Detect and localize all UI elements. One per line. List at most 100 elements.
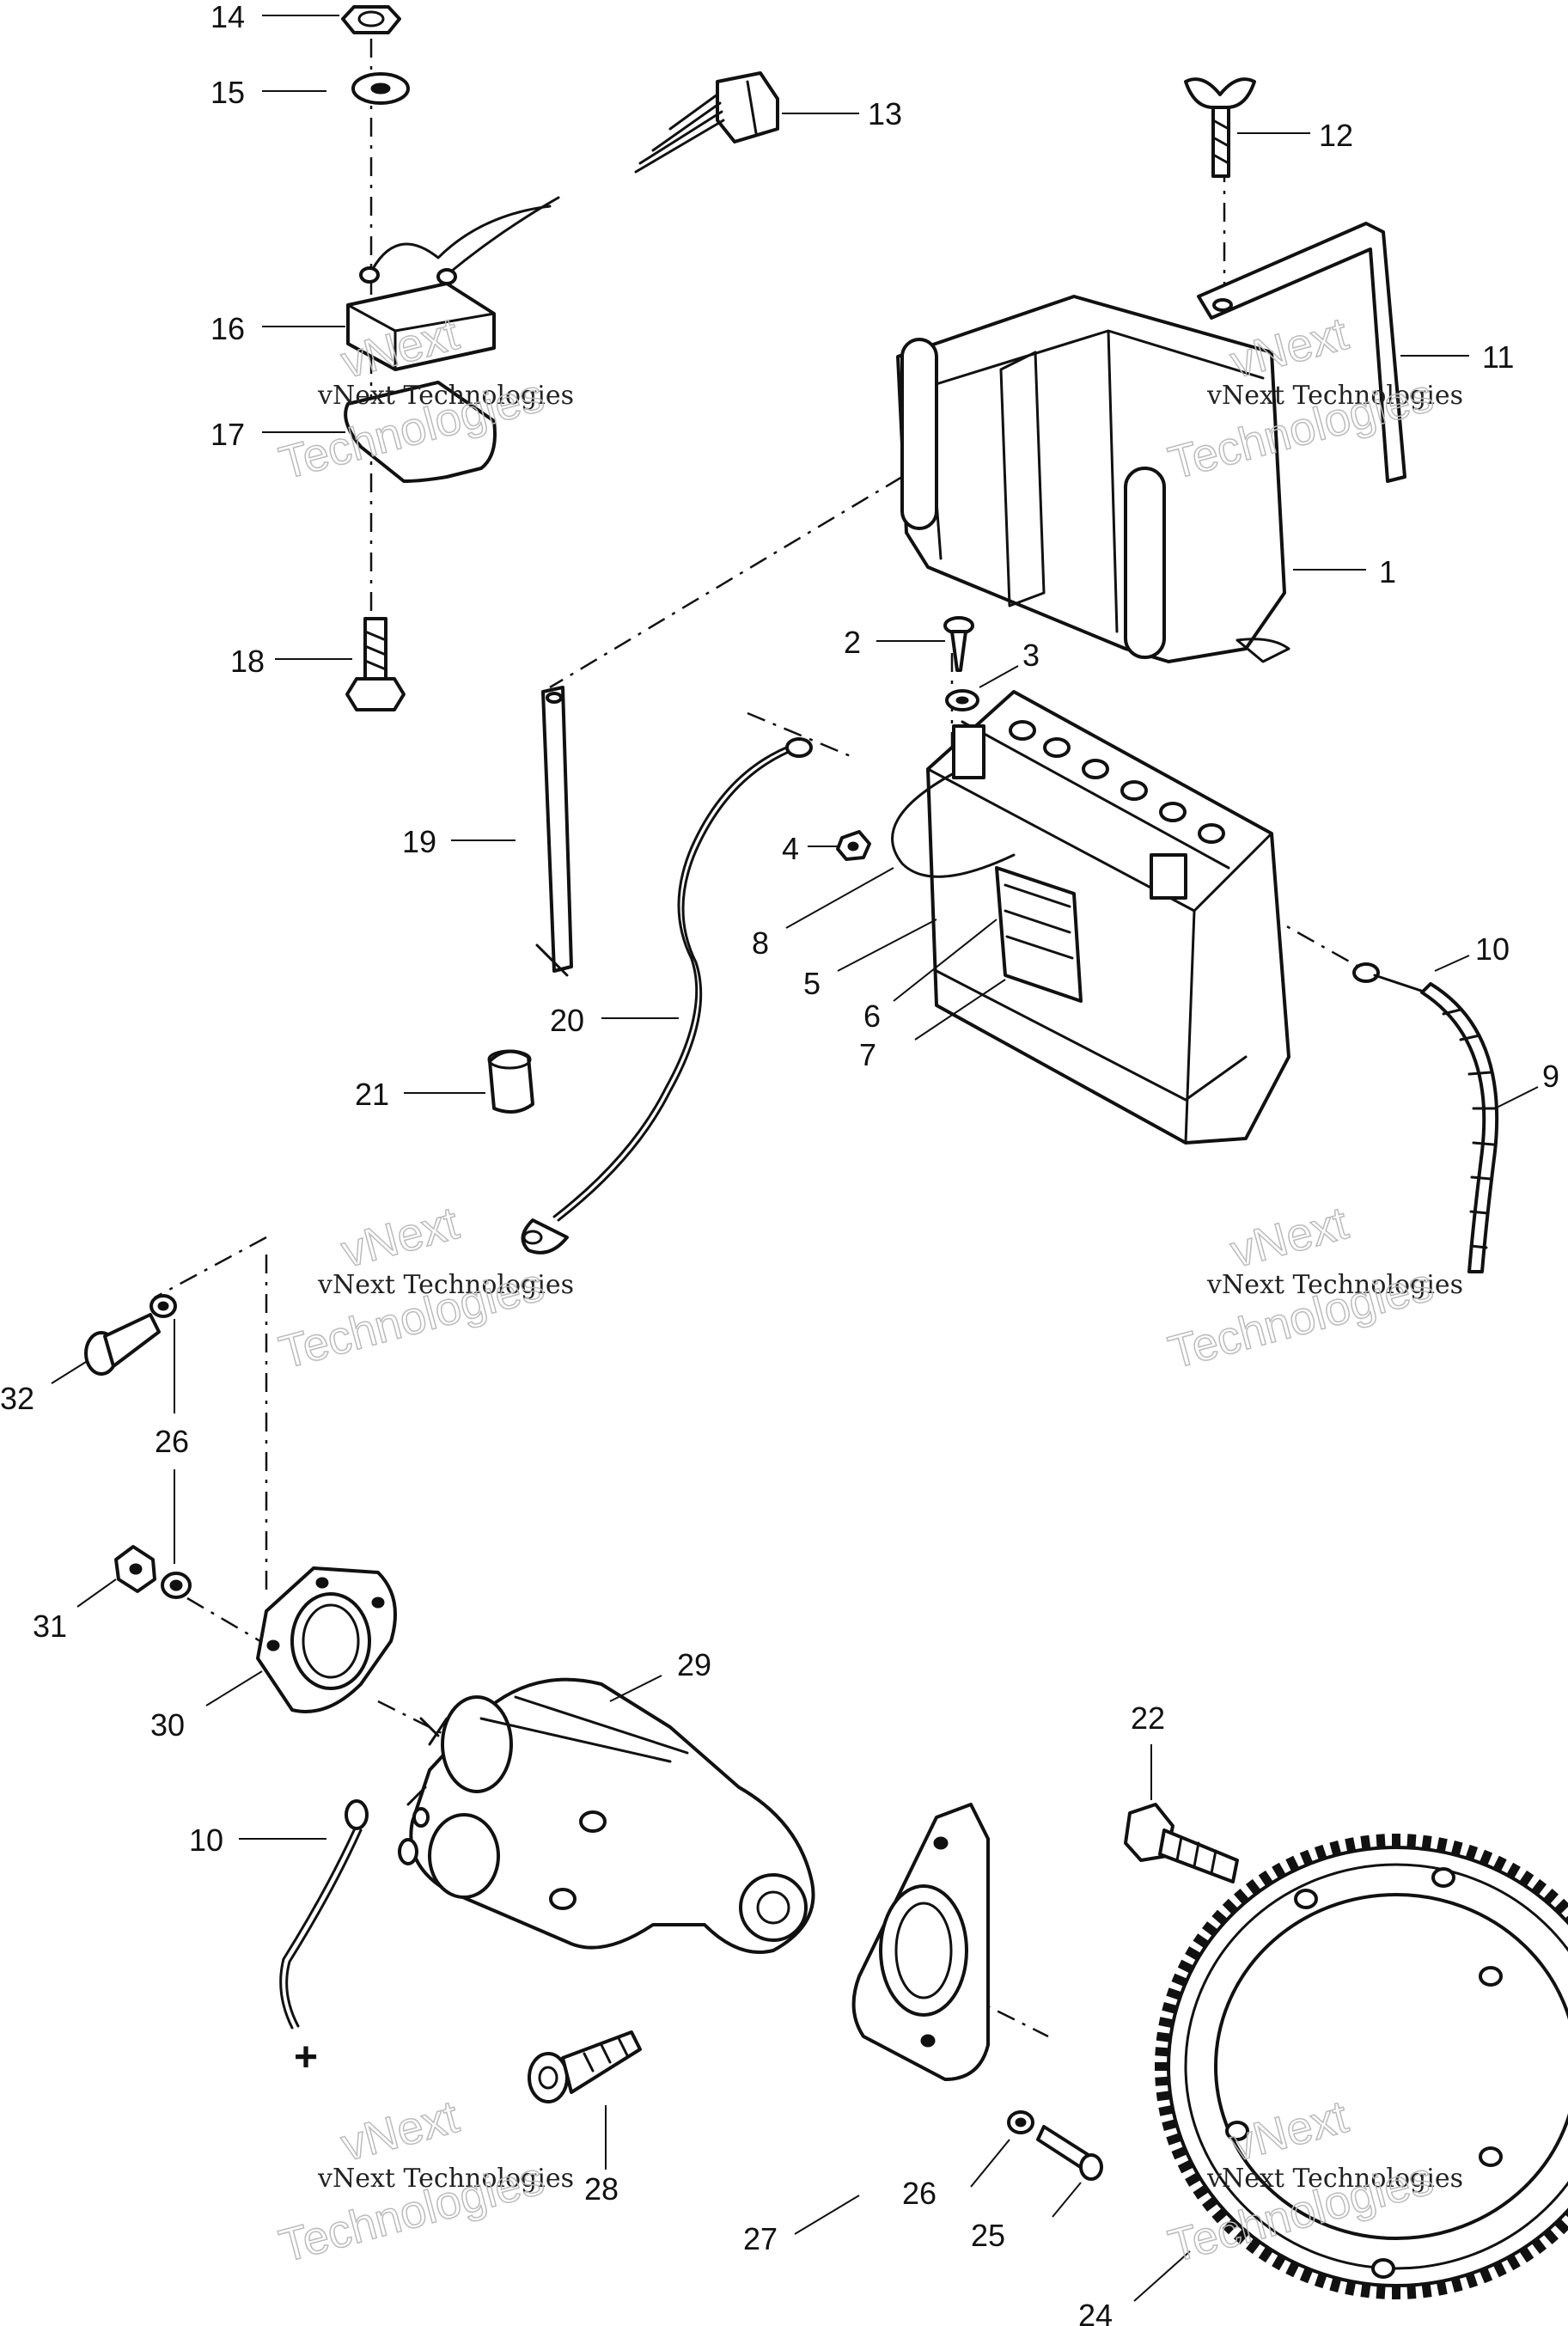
battery-cover-part-1	[896, 295, 1290, 663]
wing-bolt-part-12	[1184, 77, 1256, 178]
gear-tooth	[1272, 1862, 1286, 1879]
gear-tooth	[1329, 1840, 1342, 1857]
ground-strap-part-9	[1420, 982, 1499, 1273]
gear-tooth	[1392, 1834, 1400, 1847]
gear-tooth	[1177, 1959, 1194, 1974]
label-9: 9	[1542, 1059, 1559, 1094]
lockwasher-part-26-upper	[149, 1294, 177, 1318]
svg-text:vNext Technologies: vNext Technologies	[317, 1270, 574, 1300]
gear-tooth	[1222, 2218, 1239, 2235]
ring-gear-part-24	[1155, 1834, 1568, 2299]
gear-tooth	[1162, 2001, 1178, 2014]
gear-tooth	[1392, 2286, 1400, 2299]
cable-part-10-lower	[279, 1799, 369, 2030]
label-17: 17	[210, 417, 245, 452]
bolt-part-25	[1036, 2125, 1103, 2181]
gear-tooth	[1479, 2267, 1493, 2284]
label-plate-part-6	[995, 866, 1083, 1003]
label-5: 5	[803, 966, 821, 1001]
gear-tooth	[1245, 2237, 1261, 2255]
terminal-part-10-upper	[1352, 962, 1428, 994]
gear-tooth	[1162, 2119, 1178, 2132]
gear-tooth	[1202, 2196, 1218, 2212]
gear-tooth	[1211, 2207, 1229, 2224]
label-13: 13	[868, 96, 902, 131]
svg-text:vNext: vNext	[1225, 1197, 1353, 1278]
gear-tooth	[1185, 1946, 1202, 1961]
label-25: 25	[971, 2218, 1005, 2253]
label-15: 15	[210, 75, 245, 110]
gear-tooth	[1492, 1855, 1507, 1872]
regulator-part-16	[346, 196, 560, 371]
gear-tooth	[1406, 1834, 1417, 1848]
gear-tooth	[1314, 1844, 1327, 1861]
washer-part-3	[945, 689, 979, 711]
gear-tooth	[1233, 2228, 1250, 2245]
svg-text:vNext: vNext	[1225, 308, 1353, 388]
svg-text:vNext Technologies: vNext Technologies	[1206, 1270, 1463, 1300]
svg-text:vNext Technologies: vNext Technologies	[317, 381, 574, 411]
label-29: 29	[677, 1647, 711, 1682]
gear-tooth	[1492, 2261, 1507, 2278]
label-26-upper: 26	[155, 1424, 189, 1459]
gear-tooth	[1166, 1987, 1182, 2000]
gear-tooth	[1506, 1862, 1521, 1879]
svg-text:vNext Technologies: vNext Technologies	[317, 2164, 574, 2194]
label-32: 32	[0, 1381, 34, 1416]
gear-tooth	[1222, 1898, 1239, 1915]
gear-tooth	[1465, 1844, 1479, 1861]
gear-tooth	[1531, 2237, 1547, 2255]
gear-tooth	[1450, 1840, 1463, 1857]
gear-tooth	[1171, 1973, 1188, 1987]
watermark-mid-right: vNext Technologies vNext Technologies	[1162, 1196, 1463, 1379]
label-16: 16	[210, 311, 245, 346]
gear-tooth	[1542, 2228, 1559, 2245]
label-20: 20	[550, 1003, 584, 1038]
gear-tooth	[1299, 1849, 1314, 1866]
gear-tooth	[1171, 2146, 1188, 2160]
label-2: 2	[844, 625, 861, 660]
plate-part-30	[256, 1566, 397, 1713]
label-10-upper: 10	[1475, 931, 1510, 967]
label-24: 24	[1078, 2298, 1113, 2326]
gear-tooth	[1166, 2133, 1182, 2146]
gear-tooth	[1156, 2031, 1171, 2042]
svg-text:vNext: vNext	[336, 1197, 464, 1278]
label-28: 28	[584, 2171, 619, 2207]
gear-tooth	[1314, 2272, 1327, 2289]
gear-tooth	[1542, 1888, 1559, 1905]
svg-text:vNext Technologies: vNext Technologies	[1206, 381, 1463, 411]
gear-tooth	[1156, 2091, 1171, 2102]
screw-part-2	[943, 616, 974, 672]
gear-tooth	[1211, 1909, 1229, 1926]
gear-tooth	[1531, 1878, 1547, 1896]
gear-tooth	[1158, 2104, 1174, 2116]
watermark-bottom-left: vNext Technologies vNext Technologies	[273, 2090, 574, 2273]
svg-text:vNext: vNext	[336, 2091, 464, 2171]
gear-tooth	[1421, 2283, 1432, 2299]
label-11: 11	[1482, 339, 1514, 375]
gear-tooth	[1553, 2218, 1568, 2235]
washer-part-26-lower	[1007, 2110, 1034, 2134]
gear-tooth	[1376, 1834, 1386, 1848]
vent-tube-part-8	[891, 772, 1016, 878]
label-27: 27	[743, 2221, 778, 2256]
cap-part-21	[487, 1049, 534, 1114]
washer-part-15	[351, 72, 410, 105]
label-14: 14	[210, 0, 245, 34]
gear-tooth	[1193, 1933, 1210, 1949]
gasket-part-17	[344, 381, 497, 483]
gear-tooth	[1258, 1870, 1273, 1887]
gear-tooth	[1155, 2047, 1169, 2057]
gear-tooth	[1519, 1870, 1534, 1887]
bolt-part-32	[84, 1313, 161, 1376]
washer-part-26-mid	[161, 1572, 192, 1599]
gear-tooth	[1272, 2254, 1286, 2271]
gear-tooth	[1506, 2254, 1521, 2271]
label-30: 30	[150, 1707, 185, 1743]
gear-tooth	[1360, 1835, 1371, 1850]
gear-tooth	[1345, 1837, 1357, 1853]
label-26-lower: 26	[902, 2176, 937, 2211]
label-10-lower: 10	[189, 1822, 223, 1858]
